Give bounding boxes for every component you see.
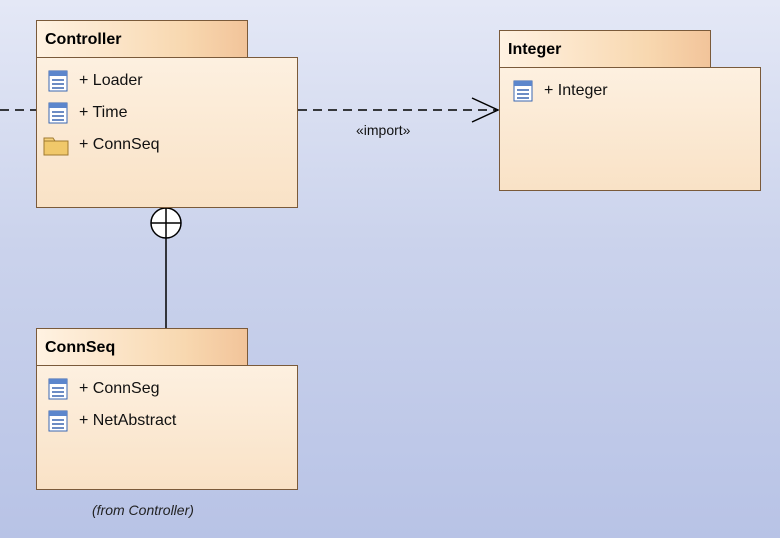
- member-integer[interactable]: + Integer: [512, 80, 608, 102]
- package-integer[interactable]: Integer + Integer: [499, 30, 761, 192]
- import-arrowhead: [471, 97, 500, 123]
- member-netabstract[interactable]: + NetAbstract: [47, 410, 176, 432]
- package-title: Integer: [508, 41, 562, 58]
- class-icon: [48, 410, 68, 432]
- member-label: + ConnSeq: [79, 136, 160, 153]
- package-controller[interactable]: Controller + Loader: [36, 20, 298, 209]
- package-tab: Controller: [36, 20, 248, 58]
- member-label: + ConnSeg: [79, 380, 160, 397]
- package-title: Controller: [45, 31, 122, 48]
- nesting-anchor-icon: [150, 207, 182, 239]
- member-connseq[interactable]: + ConnSeq: [43, 134, 160, 156]
- package-connseq[interactable]: ConnSeq + ConnSeg: [36, 328, 298, 491]
- package-icon: [43, 137, 69, 156]
- package-origin-label: (from Controller): [92, 502, 194, 518]
- package-body: + Integer: [499, 67, 761, 191]
- member-time[interactable]: + Time: [47, 102, 127, 124]
- package-tab: ConnSeq: [36, 328, 248, 366]
- class-icon: [48, 70, 68, 92]
- member-label: + NetAbstract: [79, 412, 177, 429]
- package-body: + Loader + Time + ConnSeq: [36, 57, 298, 208]
- member-connseg[interactable]: + ConnSeg: [47, 378, 160, 400]
- package-body: + ConnSeg + NetAbstract: [36, 365, 298, 490]
- package-tab: Integer: [499, 30, 711, 68]
- member-label: + Time: [79, 104, 128, 121]
- package-title: ConnSeq: [45, 339, 116, 356]
- member-label: + Loader: [79, 72, 143, 89]
- class-icon: [48, 102, 68, 124]
- member-loader[interactable]: + Loader: [47, 70, 143, 92]
- member-label: + Integer: [544, 82, 608, 99]
- class-icon: [513, 80, 533, 102]
- class-icon: [48, 378, 68, 400]
- import-stereotype-label: «import»: [356, 122, 411, 138]
